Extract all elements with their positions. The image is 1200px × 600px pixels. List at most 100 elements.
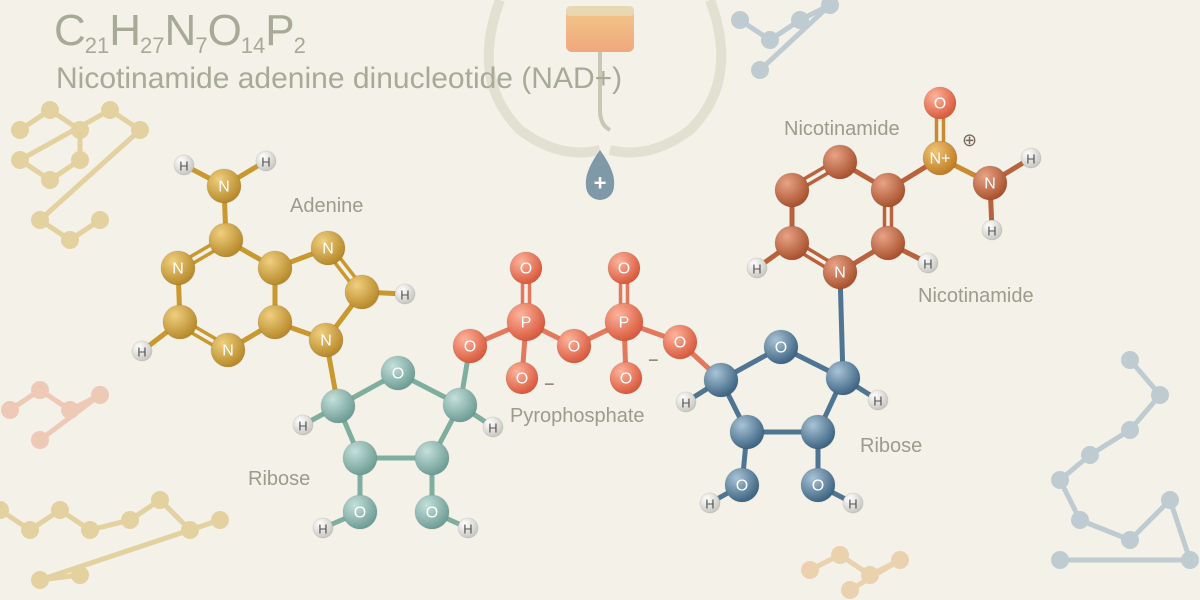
decor-atom: [1161, 491, 1179, 509]
decor-atom: [761, 31, 779, 49]
hydrogen-atom: [1020, 147, 1042, 169]
atom-symbol: H: [400, 288, 409, 303]
atom-symbol: H: [987, 224, 996, 239]
decor-bond: [18, 107, 112, 163]
atom: [822, 144, 858, 180]
hydrogen-atom: [675, 391, 697, 413]
decor-atom: [31, 431, 49, 449]
atom: [210, 332, 246, 368]
hydrogen-atom: [867, 389, 889, 411]
decor-atom: [91, 386, 109, 404]
atom-symbol: N: [322, 241, 334, 258]
hydrogen-atom: [457, 517, 479, 539]
atom-symbol: H: [705, 497, 714, 512]
atom: [870, 225, 906, 261]
decor-atom: [1121, 421, 1139, 439]
atom: [556, 328, 592, 364]
atom-symbol: H: [1026, 152, 1035, 167]
atom-symbol: H: [681, 396, 690, 411]
atom: [662, 324, 698, 360]
atom-symbol: H: [318, 522, 327, 537]
atom-symbol: O: [812, 478, 824, 495]
atom-symbol: N+: [930, 151, 951, 168]
adenine-label: Adenine: [290, 195, 363, 217]
atom: [800, 414, 836, 450]
decor-atom: [211, 511, 229, 529]
molecular-formula: C21H27N7O14P2: [54, 6, 306, 59]
atom: [972, 165, 1008, 201]
atom-symbol: O: [426, 505, 438, 522]
formula-element: N: [164, 6, 197, 55]
atom: [342, 494, 378, 530]
decor-atom: [91, 211, 109, 229]
decor-atom: [891, 551, 909, 569]
atom: [257, 250, 293, 286]
hydrogen-atom: [312, 517, 334, 539]
atom-symbol: O: [516, 371, 528, 388]
hydrogen-atom: [917, 252, 939, 274]
hydrogen-atom: [746, 257, 768, 279]
formula-count: 7: [195, 33, 208, 58]
formula-element: O: [207, 6, 242, 55]
formula-count: 14: [240, 33, 266, 58]
decor-atom: [71, 151, 89, 169]
decor-atom: [71, 121, 89, 139]
decor-atom: [181, 521, 199, 539]
decor-atom: [21, 521, 39, 539]
decor-atom: [1081, 446, 1099, 464]
hydrogen-atom: [131, 340, 153, 362]
decor-atom: [71, 566, 89, 584]
atom-symbol: H: [752, 262, 761, 277]
atom: [320, 388, 356, 424]
atom: [308, 322, 344, 358]
atom: [442, 387, 478, 423]
ribose-right-label: Ribose: [860, 435, 922, 457]
hydrogen-atom: [842, 492, 864, 514]
formula-count: 27: [140, 33, 165, 58]
formula-count: 2: [293, 33, 306, 58]
decor-atom: [1151, 386, 1169, 404]
hydrogen-atom: [482, 416, 504, 438]
decor-atom: [11, 121, 29, 139]
atom: [344, 274, 380, 310]
negative-charge: −: [648, 350, 659, 370]
hydrogen-atom: [255, 150, 277, 172]
atom-symbol: O: [736, 478, 748, 495]
atom: [870, 172, 906, 208]
atom: [922, 140, 958, 176]
decor-atom: [841, 581, 859, 599]
ribose-left-label: Ribose: [248, 468, 310, 490]
atom-symbol: H: [298, 419, 307, 434]
atom: [604, 302, 644, 342]
decor-atom: [51, 501, 69, 519]
atom: [162, 304, 198, 340]
atom-symbol: O: [674, 335, 686, 352]
atom-symbol: O: [775, 340, 787, 357]
atom-symbol: O: [620, 371, 632, 388]
atom: [160, 250, 196, 286]
decor-atom: [101, 101, 119, 119]
atom: [342, 440, 378, 476]
atom: [380, 355, 416, 391]
formula-element: H: [109, 6, 141, 55]
decor-atom: [1121, 351, 1139, 369]
decor-atom: [791, 11, 809, 29]
drop-icon: [585, 150, 615, 200]
atom-symbol: N: [172, 261, 184, 278]
decor-atom: [1121, 531, 1139, 549]
atom-symbol: P: [521, 315, 532, 332]
atom: [763, 329, 799, 365]
decor-bond: [38, 128, 142, 222]
atom-symbol: H: [261, 155, 270, 170]
decor-atom: [1051, 551, 1069, 569]
decor-bond: [1128, 498, 1172, 542]
atom: [774, 172, 810, 208]
decor-atom: [121, 511, 139, 529]
decor-atom: [1, 401, 19, 419]
nicotinamide-bottom-label: Nicotinamide: [918, 285, 1034, 307]
atom: [505, 361, 539, 395]
atom-symbol: O: [354, 505, 366, 522]
atom: [822, 254, 858, 290]
atom-symbol: H: [463, 522, 472, 537]
atom: [414, 440, 450, 476]
